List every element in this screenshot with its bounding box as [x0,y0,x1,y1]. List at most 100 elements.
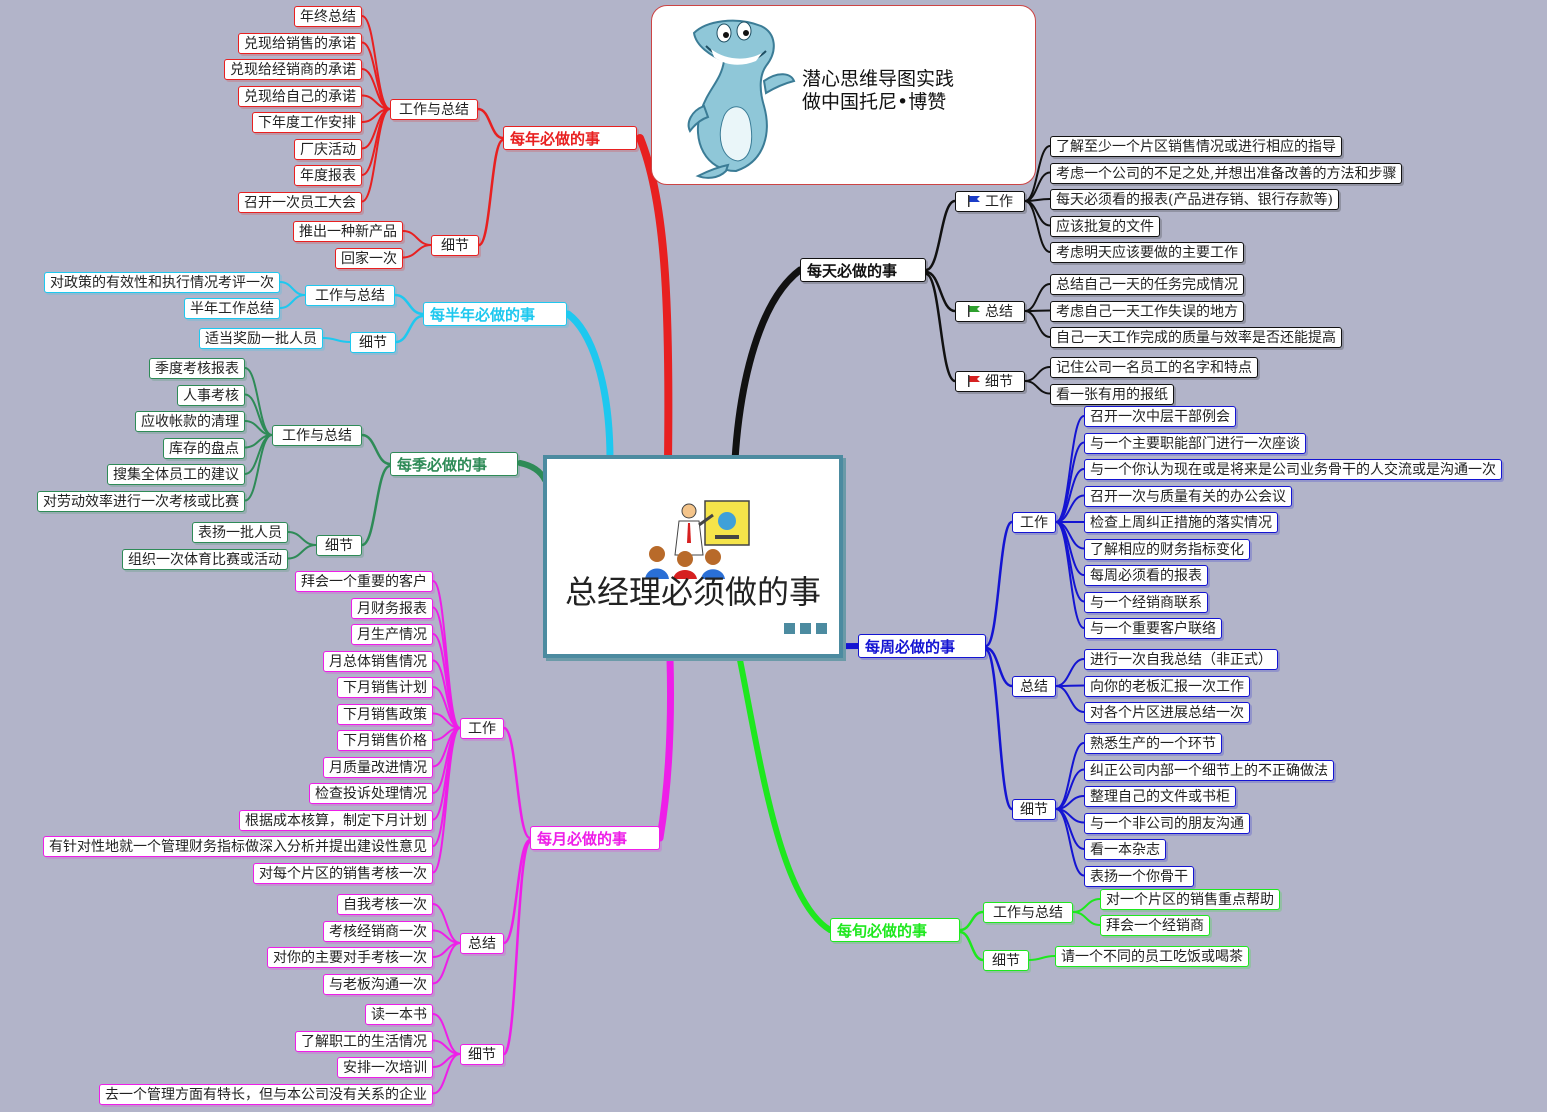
yearly-work-leaf[interactable]: 年度报表 [294,165,362,186]
tenday-work-leaf[interactable]: 对一个片区的销售重点帮助 [1100,889,1280,910]
weekly-summary-leaf[interactable]: 向你的老板汇报一次工作 [1084,675,1250,697]
weekly-work-leaf[interactable]: 与一个经销商联系 [1084,591,1208,613]
daily-detail-leaf[interactable]: 看一张有用的报纸 [1050,383,1174,405]
daily-summary-leaf[interactable]: 总结自己一天的任务完成情况 [1050,274,1244,295]
quarter-work-leaf[interactable]: 对劳动效率进行一次考核或比赛 [37,490,245,512]
daily-work-leaf-label: 每天必须看的报表(产品进存销、银行存款等) [1056,192,1333,208]
daily-work-leaf[interactable]: 考虑一个公司的不足之处,并想出准备改善的方法和步骤 [1050,162,1403,184]
quarter-work-leaf[interactable]: 搜集全体员工的建议 [107,464,245,485]
monthly-summary-leaf[interactable]: 考核经销商一次 [323,920,433,942]
branch-halfyear[interactable]: 每半年必做的事 [423,302,567,326]
yearly-work-leaf[interactable]: 厂庆活动 [294,138,362,160]
yearly-detail-leaf[interactable]: 回家一次 [335,247,403,269]
weekly-work-leaf[interactable]: 与一个主要职能部门进行一次座谈 [1084,432,1306,454]
weekly-work-leaf[interactable]: 召开一次中层干部例会 [1084,406,1236,427]
branch-yearly[interactable]: 每年必做的事 [503,126,637,150]
yearly-work-leaf[interactable]: 兑现给自己的承诺 [238,85,362,107]
weekly-work-leaf[interactable]: 每周必须看的报表 [1084,565,1208,586]
monthly-work-leaf[interactable]: 月总体销售情况 [323,650,433,672]
monthly-work-leaf[interactable]: 拜会一个重要的客户 [295,571,433,592]
monthly-detail-leaf[interactable]: 读一本书 [365,1004,433,1025]
tenday-detail-topic[interactable]: 细节 [983,950,1029,971]
monthly-work-leaf[interactable]: 下月销售计划 [337,677,433,698]
central-topic[interactable]: 总经理必须做的事 [543,455,843,658]
daily-detail-topic[interactable]: 细节 [955,371,1025,392]
daily-work-topic[interactable]: 工作 [955,191,1025,212]
yearly-work-leaf[interactable]: 年终总结 [294,6,362,27]
monthly-detail-leaf[interactable]: 了解职工的生活情况 [295,1030,433,1052]
monthly-work-leaf[interactable]: 对每个片区的销售考核一次 [253,862,433,884]
yearly-detail-leaf[interactable]: 推出一种新产品 [293,221,403,242]
quarter-detail-topic[interactable]: 细节 [316,535,362,556]
tenday-work-leaf[interactable]: 拜会一个经销商 [1100,915,1210,936]
weekly-detail-leaf[interactable]: 与一个非公司的朋友沟通 [1084,812,1250,834]
monthly-work-leaf[interactable]: 月生产情况 [351,624,433,645]
connector [1024,200,1051,227]
monthly-work-leaf[interactable]: 根据成本核算，制定下月计划 [239,809,433,831]
monthly-work-leaf[interactable]: 月质量改进情况 [323,756,433,778]
weekly-work-leaf[interactable]: 与一个重要客户联络 [1084,618,1222,639]
weekly-work-topic[interactable]: 工作 [1012,512,1056,533]
tenday-work-topic[interactable]: 工作与总结 [983,902,1073,923]
daily-summary-topic[interactable]: 总结 [955,301,1025,322]
weekly-summary-topic[interactable]: 总结 [1012,676,1056,697]
tenday-detail-leaf[interactable]: 请一个不同的员工吃饭或喝茶 [1055,946,1249,967]
daily-work-leaf[interactable]: 每天必须看的报表(产品进存销、银行存款等) [1050,189,1339,210]
quarter-work-leaf[interactable]: 人事考核 [177,384,245,406]
weekly-summary-leaf[interactable]: 进行一次自我总结（非正式） [1084,649,1278,670]
monthly-detail-topic[interactable]: 细节 [460,1044,504,1065]
monthly-work-topic[interactable]: 工作 [460,718,504,739]
weekly-work-leaf[interactable]: 了解相应的财务指标变化 [1084,538,1250,560]
monthly-summary-topic[interactable]: 总结 [460,933,504,954]
quarter-work-leaf[interactable]: 季度考核报表 [149,358,245,379]
halfyear-detail-leaf[interactable]: 适当奖励一批人员 [199,328,323,349]
weekly-detail-leaf[interactable]: 整理自己的文件或书柜 [1084,786,1236,807]
weekly-work-leaf[interactable]: 与一个你认为现在或是将来是公司业务骨干的人交流或是沟通一次 [1084,459,1502,480]
weekly-summary-leaf[interactable]: 对各个片区进展总结一次 [1084,702,1250,723]
halfyear-detail-topic[interactable]: 细节 [350,332,396,353]
weekly-detail-leaf[interactable]: 熟悉生产的一个环节 [1084,733,1222,754]
quarter-work-leaf[interactable]: 应收帐款的清理 [135,411,245,432]
weekly-detail-topic[interactable]: 细节 [1012,799,1056,820]
monthly-work-leaf[interactable]: 下月销售政策 [337,703,433,725]
quarter-detail-leaf[interactable]: 组织一次体育比赛或活动 [122,548,288,570]
daily-work-leaf[interactable]: 考虑明天应该要做的主要工作 [1050,242,1244,263]
branch-monthly[interactable]: 每月必做的事 [530,826,660,850]
daily-detail-leaf[interactable]: 记住公司一名员工的名字和特点 [1050,357,1258,378]
monthly-detail-leaf[interactable]: 安排一次培训 [337,1057,433,1078]
weekly-detail-leaf[interactable]: 表扬一个你骨干 [1084,865,1194,887]
monthly-work-leaf[interactable]: 检查投诉处理情况 [309,783,433,804]
halfyear-work-topic[interactable]: 工作与总结 [305,285,395,306]
monthly-summary-leaf[interactable]: 与老板沟通一次 [323,973,433,995]
weekly-work-leaf[interactable]: 检查上周纠正措施的落实情况 [1084,512,1278,533]
branch-daily[interactable]: 每天必做的事 [800,258,926,282]
yearly-detail-topic[interactable]: 细节 [431,235,479,256]
yearly-work-leaf[interactable]: 兑现给销售的承诺 [238,32,362,54]
monthly-detail-leaf[interactable]: 去一个管理方面有特长，但与本公司没有关系的企业 [99,1083,433,1105]
quarter-work-topic[interactable]: 工作与总结 [272,425,362,446]
daily-summary-leaf[interactable]: 考虑自己一天工作失误的地方 [1050,300,1244,322]
yearly-work-leaf[interactable]: 兑现给经销商的承诺 [224,59,362,80]
branch-quarter[interactable]: 每季必做的事 [390,452,518,476]
monthly-work-leaf[interactable]: 下月销售价格 [337,730,433,751]
monthly-work-leaf-label: 月总体销售情况 [329,653,427,670]
weekly-detail-leaf[interactable]: 纠正公司内部一个细节上的不正确做法 [1084,759,1334,781]
halfyear-work-leaf[interactable]: 半年工作总结 [184,298,280,319]
branch-weekly[interactable]: 每周必做的事 [858,634,986,658]
daily-work-leaf[interactable]: 应该批复的文件 [1050,215,1160,237]
monthly-summary-leaf[interactable]: 自我考核一次 [337,894,433,915]
yearly-work-leaf[interactable]: 召开一次员工大会 [238,191,362,213]
weekly-work-leaf[interactable]: 召开一次与质量有关的办公会议 [1084,485,1292,507]
monthly-work-leaf[interactable]: 月财务报表 [351,597,433,619]
yearly-work-topic[interactable]: 工作与总结 [390,99,478,120]
quarter-work-leaf[interactable]: 库存的盘点 [163,437,245,459]
halfyear-work-leaf[interactable]: 对政策的有效性和执行情况考评一次 [44,272,280,293]
daily-summary-leaf[interactable]: 自己一天工作完成的质量与效率是否还能提高 [1050,327,1342,348]
weekly-detail-leaf[interactable]: 看一本杂志 [1084,839,1166,860]
monthly-summary-leaf[interactable]: 对你的主要对手考核一次 [267,947,433,968]
monthly-work-leaf[interactable]: 有针对性地就一个管理财务指标做深入分析并提出建设性意见 [43,836,433,857]
branch-tenday[interactable]: 每旬必做的事 [830,918,960,942]
daily-work-leaf[interactable]: 了解至少一个片区销售情况或进行相应的指导 [1050,136,1342,157]
quarter-detail-leaf[interactable]: 表扬一批人员 [192,522,288,543]
yearly-work-leaf[interactable]: 下年度工作安排 [252,112,362,133]
